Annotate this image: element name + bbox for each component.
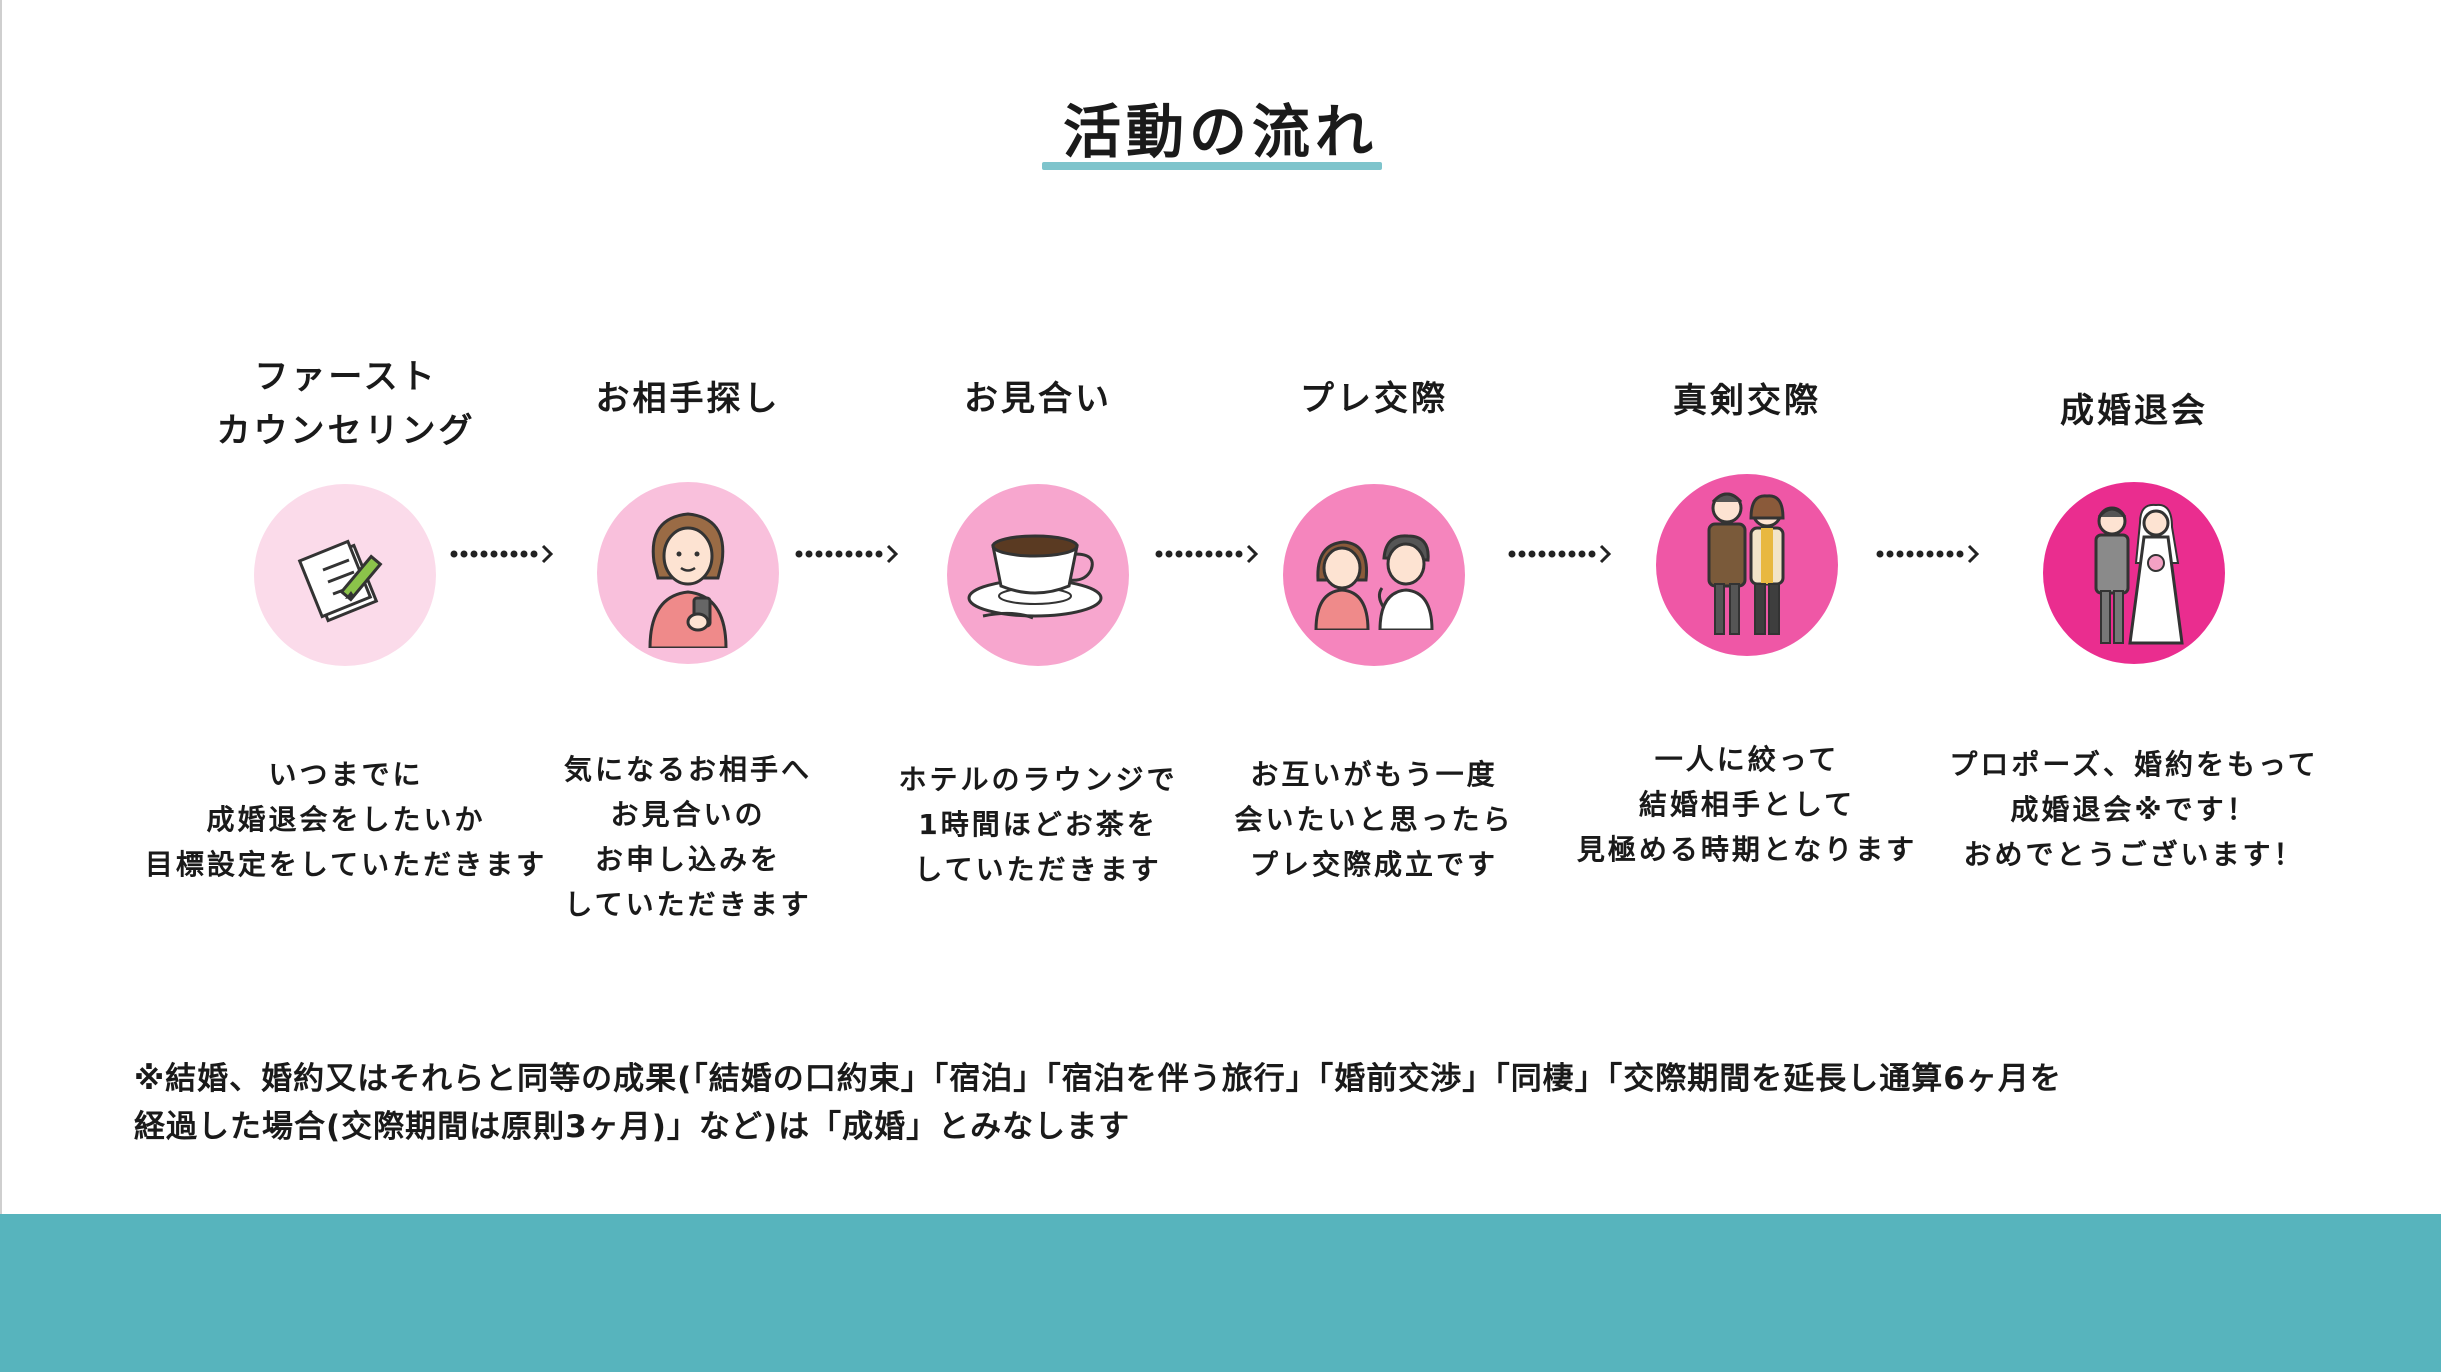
step-marriage-withdrawal: 成婚退会 プロポーズ、婚約をもって 成婚退会※です！ おめでとうございます！ bbox=[1924, 0, 2344, 1000]
footnote-line: ※結婚、婚約又はそれらと同等の成果(「結婚の口約束」「宿泊」「宿泊を伴う旅行」「… bbox=[134, 1061, 2062, 1097]
step-description-line: お申し込みを bbox=[594, 843, 781, 876]
step-description-line: 気になるお相手へ bbox=[563, 753, 812, 786]
step-heading: 成婚退会 bbox=[1924, 384, 2344, 438]
dotted-arrow-icon bbox=[1876, 544, 1980, 564]
step-description: いつまでに 成婚退会をしたいか 目標設定をしていただきます bbox=[116, 752, 576, 887]
page-title: 活動の流れ bbox=[1062, 98, 1378, 166]
step-heading: お相手探し bbox=[478, 372, 898, 426]
step-partner-search: お相手探し 気になるお相手へ お見合いの お申し込みを していただきます bbox=[478, 0, 898, 1000]
step-description-line: 結婚相手として bbox=[1638, 788, 1856, 821]
step-heading-line: ファースト bbox=[254, 357, 438, 397]
step-pre-dating: プレ交際 お互いがもう一度 会いたいと思ったら プレ交際成立です bbox=[1164, 0, 1584, 1000]
step-description-line: 一人に絞って bbox=[1654, 743, 1840, 776]
step-heading-line: プレ交際 bbox=[1300, 379, 1448, 419]
dotted-arrow-icon bbox=[450, 544, 554, 564]
step-description-line: 1時間ほどお茶を bbox=[918, 808, 1158, 841]
step-heading: お見合い bbox=[828, 372, 1248, 426]
step-heading-line: 成婚退会 bbox=[2060, 391, 2208, 431]
step-description: 一人に絞って 結婚相手として 見極める時期となります bbox=[1517, 737, 1977, 872]
dotted-arrow-icon bbox=[1155, 544, 1259, 564]
step-description: 気になるお相手へ お見合いの お申し込みを していただきます bbox=[458, 747, 918, 927]
step-description-line: お見合いの bbox=[610, 798, 766, 831]
title-underline bbox=[1042, 162, 1382, 170]
step-heading: プレ交際 bbox=[1164, 372, 1584, 426]
notebook-pen-icon bbox=[254, 484, 436, 666]
bride-groom-icon bbox=[2043, 482, 2225, 664]
dotted-arrow-icon bbox=[795, 544, 899, 564]
couple-standing-icon bbox=[1656, 474, 1838, 656]
step-description-line: プロポーズ、婚約をもって bbox=[1949, 748, 2319, 781]
step-description-line: していただきます bbox=[564, 888, 812, 921]
step-heading-line: カウンセリング bbox=[216, 411, 476, 451]
step-heading: ファースト カウンセリング bbox=[136, 350, 556, 458]
step-description-line: していただきます bbox=[914, 853, 1162, 886]
step-first-counseling: ファースト カウンセリング いつまでに 成婚退会をしたいか 目標設定をしていただ… bbox=[136, 0, 556, 1000]
step-description-line: 見極める時期となります bbox=[1576, 833, 1918, 866]
step-description-line: 目標設定をしていただきます bbox=[144, 848, 548, 881]
step-description-line: 成婚退会をしたいか bbox=[206, 803, 486, 836]
footnote-line: 経過した場合(交際期間は原則3ヶ月)」など)は「成婚」とみなします bbox=[134, 1109, 1131, 1145]
step-heading-line: お相手探し bbox=[595, 379, 781, 419]
woman-smartphone-icon bbox=[597, 482, 779, 664]
step-omiai: お見合い ホテルのラウンジで 1時間ほどお茶を していただきます bbox=[828, 0, 1248, 1000]
footer-band bbox=[0, 1214, 2441, 1372]
coffee-cup-icon bbox=[947, 484, 1129, 666]
step-description: プロポーズ、婚約をもって 成婚退会※です！ おめでとうございます！ bbox=[1904, 742, 2364, 877]
step-description: お互いがもう一度 会いたいと思ったら プレ交際成立です bbox=[1144, 752, 1604, 887]
step-description-line: 成婚退会※です！ bbox=[2010, 793, 2258, 826]
step-description-line: プレ交際成立です bbox=[1249, 848, 1498, 881]
step-heading: 真剣交際 bbox=[1537, 374, 1957, 428]
step-description-line: いつまでに bbox=[268, 758, 424, 791]
step-description-line: ホテルのラウンジで bbox=[898, 763, 1178, 796]
couple-talking-icon bbox=[1283, 484, 1465, 666]
step-heading-line: 真剣交際 bbox=[1673, 381, 1821, 421]
step-heading-line: お見合い bbox=[964, 379, 1112, 419]
dotted-arrow-icon bbox=[1508, 544, 1612, 564]
step-description-line: おめでとうございます！ bbox=[1963, 838, 2305, 871]
step-serious-dating: 真剣交際 一人に絞って 結婚相手として 見極める時期となります bbox=[1537, 0, 1957, 1000]
step-description-line: お互いがもう一度 bbox=[1250, 758, 1498, 791]
footnote: ※結婚、婚約又はそれらと同等の成果(「結婚の口約束」「宿泊」「宿泊を伴う旅行」「… bbox=[134, 1055, 2334, 1151]
step-description-line: 会いたいと思ったら bbox=[1234, 803, 1514, 836]
left-border-line bbox=[0, 0, 2, 1215]
step-description: ホテルのラウンジで 1時間ほどお茶を していただきます bbox=[808, 757, 1268, 892]
